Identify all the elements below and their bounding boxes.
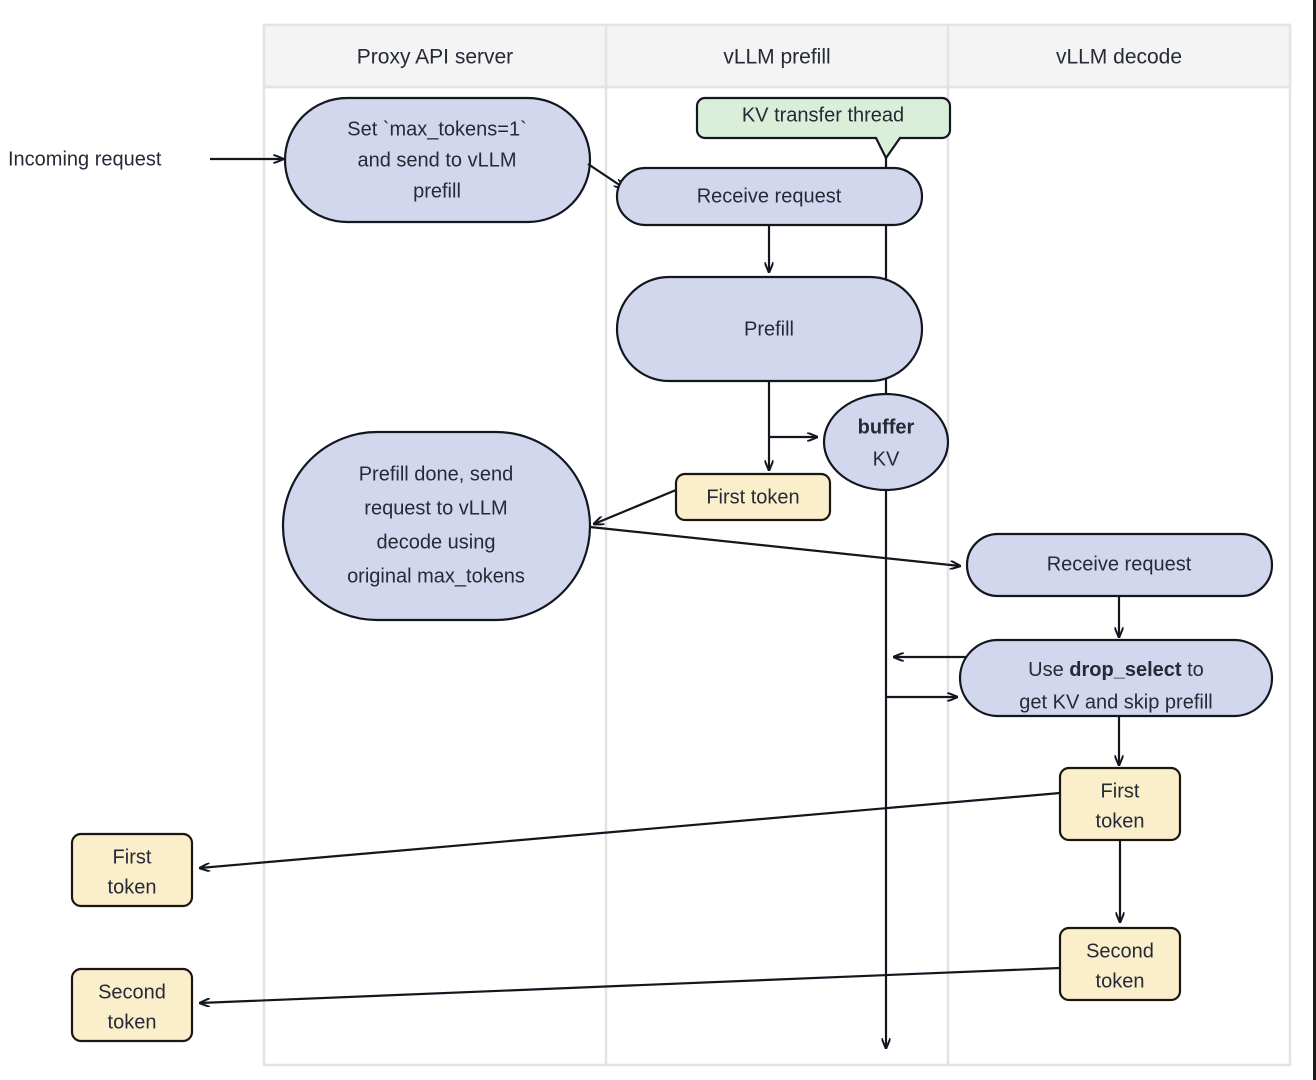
node-decode-first-token-line-0: First bbox=[1101, 780, 1140, 802]
node-proxy-set-max-tokens-line-0: Set `max_tokens=1` bbox=[347, 118, 527, 140]
node-decode-receive-request-label: Receive request bbox=[1047, 553, 1192, 575]
drop-select-text-1: Use bbox=[1028, 659, 1069, 681]
edge-prefill-first-token-to-proxy bbox=[594, 488, 677, 524]
node-proxy-set-max-tokens-line-1: and send to vLLM bbox=[358, 149, 517, 171]
drop-select-text-3: to bbox=[1182, 659, 1204, 681]
lane-title-prefill: vLLM prefill bbox=[723, 46, 830, 69]
node-decode-second-token-line-0: Second bbox=[1086, 940, 1154, 962]
node-prefill-receive-request[interactable]: Receive request bbox=[615, 166, 924, 227]
node-buffer-kv-line-1: KV bbox=[873, 448, 900, 470]
drop-select-text-2: drop_select bbox=[1069, 659, 1182, 681]
edge-proxy-to-prefill-receive bbox=[587, 163, 624, 188]
node-decode-drop-select[interactable]: Use drop_select to get KV and skip prefi… bbox=[958, 638, 1274, 718]
node-decode-drop-select-line-1: get KV and skip prefill bbox=[1019, 691, 1212, 713]
node-prefill-first-token[interactable]: First token bbox=[674, 472, 832, 522]
node-out-second-token-line-0: Second bbox=[98, 981, 166, 1003]
node-buffer-kv-line-0: buffer bbox=[858, 416, 915, 438]
node-prefill-receive-request-label: Receive request bbox=[697, 185, 842, 207]
node-proxy-prefill-done-line-1: request to vLLM bbox=[364, 497, 507, 519]
node-kv-transfer-thread-label: KV transfer thread bbox=[742, 104, 904, 126]
node-out-second-token[interactable]: Second token bbox=[70, 967, 194, 1043]
node-decode-second-token-line-1: token bbox=[1096, 970, 1145, 992]
node-decode-drop-select-line-0: Use drop_select to bbox=[1028, 659, 1204, 681]
node-prefill-prefill[interactable]: Prefill bbox=[615, 275, 924, 383]
node-out-first-token-line-0: First bbox=[113, 846, 152, 868]
lane-title-proxy: Proxy API server bbox=[357, 46, 513, 69]
node-out-second-token-line-1: token bbox=[108, 1011, 157, 1033]
node-proxy-set-max-tokens[interactable]: Set `max_tokens=1` and send to vLLM pref… bbox=[283, 96, 592, 224]
node-proxy-prefill-done-line-3: original max_tokens bbox=[347, 565, 525, 587]
node-prefill-prefill-label: Prefill bbox=[744, 318, 794, 340]
node-out-first-token[interactable]: First token bbox=[70, 832, 194, 908]
node-prefill-buffer-kv[interactable]: buffer KV bbox=[822, 392, 950, 492]
node-out-first-token-line-1: token bbox=[108, 876, 157, 898]
edge-decode-first-token-to-output bbox=[200, 791, 1061, 868]
swimlane-frame bbox=[262, 23, 1292, 1067]
incoming-request-label: Incoming request bbox=[8, 148, 162, 170]
node-prefill-kv-transfer-thread[interactable]: KV transfer thread bbox=[695, 96, 952, 161]
node-proxy-set-max-tokens-line-2: prefill bbox=[413, 180, 461, 202]
node-prefill-first-token-label: First token bbox=[706, 486, 799, 508]
edge-decode-second-token-to-output bbox=[200, 966, 1061, 1003]
edge-proxy-to-decode-receive bbox=[589, 525, 960, 566]
node-decode-first-token-line-1: token bbox=[1096, 810, 1145, 832]
node-proxy-prefill-done-line-0: Prefill done, send bbox=[359, 463, 514, 485]
node-decode-first-token[interactable]: First token bbox=[1058, 766, 1182, 842]
lane-title-decode: vLLM decode bbox=[1056, 46, 1182, 69]
node-decode-receive-request[interactable]: Receive request bbox=[965, 532, 1274, 598]
node-proxy-prefill-done-line-2: decode using bbox=[377, 531, 496, 553]
node-proxy-prefill-done[interactable]: Prefill done, send request to vLLM decod… bbox=[281, 430, 592, 622]
node-decode-second-token[interactable]: Second token bbox=[1058, 926, 1182, 1002]
